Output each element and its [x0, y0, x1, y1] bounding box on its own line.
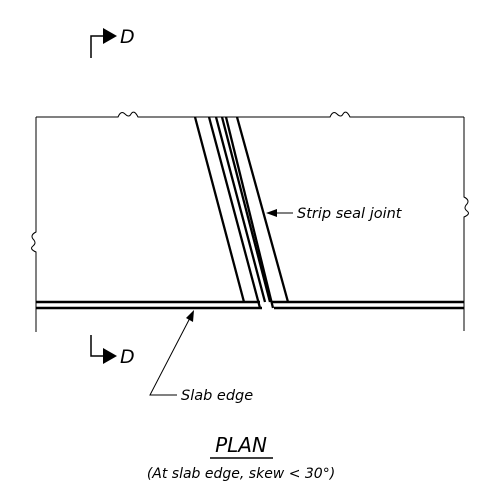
top-edge — [36, 111, 464, 118]
section-mark-top-arrow — [103, 28, 117, 44]
joint-seal-line-4 — [224, 116, 275, 309]
joint-seal-line-3 — [220, 116, 272, 303]
right-edge — [463, 117, 469, 300]
joint-edge-left — [193, 116, 246, 303]
slab-edge-leader — [149, 315, 192, 396]
section-mark-top-letter: D — [120, 26, 135, 48]
slab-edge-lines — [36, 300, 464, 310]
joint-seal-line-1 — [207, 116, 262, 309]
slab-edge-callout: Slab edge — [149, 310, 253, 404]
plan-subtitle: (At slab edge, skew < 30°) — [147, 466, 335, 482]
deck-outline — [31, 111, 469, 332]
strip-seal-callout: Strip seal joint — [266, 206, 403, 222]
plan-title: PLAN — [215, 433, 267, 457]
joint-edge-right — [235, 116, 290, 303]
section-mark-top-leader — [90, 35, 104, 58]
left-edge — [31, 117, 37, 332]
slab-edge-arrowhead — [186, 310, 194, 322]
strip-seal-label: Strip seal joint — [297, 206, 403, 222]
section-mark-bottom: D — [90, 335, 135, 368]
section-mark-bottom-letter: D — [120, 346, 135, 368]
drawing-title: PLAN (At slab edge, skew < 30°) — [147, 433, 335, 482]
joint-seal-line-2 — [214, 116, 267, 303]
section-mark-bottom-arrow — [103, 348, 117, 364]
strip-seal-arrowhead — [266, 209, 277, 217]
slab-edge-label: Slab edge — [181, 388, 253, 404]
strip-seal-joint — [193, 116, 290, 309]
section-mark-top: D — [90, 26, 135, 58]
section-mark-bottom-leader — [90, 335, 104, 357]
